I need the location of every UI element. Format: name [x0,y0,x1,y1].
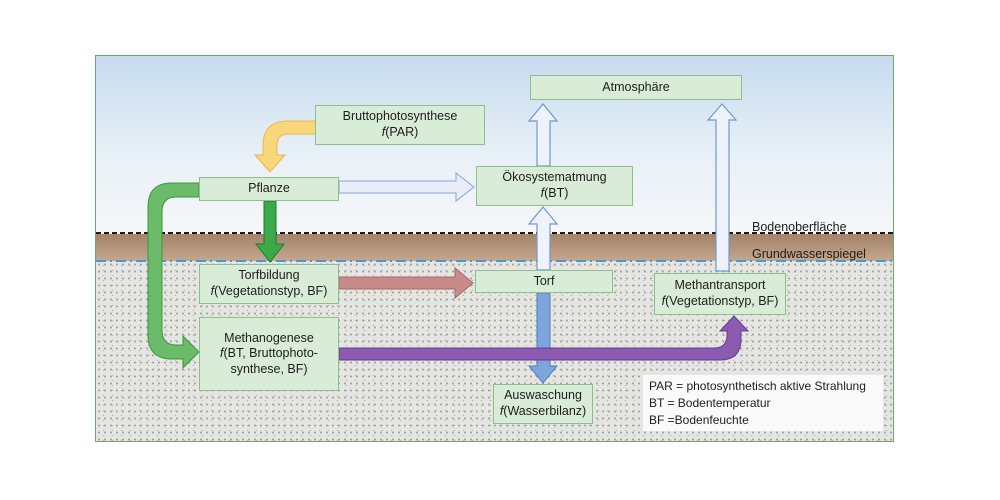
respiration-function: f(BT) [540,186,569,200]
gpp-label: Bruttophotosynthese [342,109,458,124]
gpp-function: f(PAR) [381,125,419,139]
groundwater-label: Grundwasserspiegel [752,247,866,261]
methanogenesis-function-cont: synthese, BF) [230,361,308,376]
soil-layer [96,234,893,261]
peat-formation-box: Torfbildung f(Vegetationstyp, BF) [199,264,339,304]
arrow-methane-transport-to-atmosphere [706,103,738,272]
arrow-respiration-to-atmosphere [527,103,559,167]
peat-label: Torf [533,273,555,288]
peat-box: Torf [475,270,613,293]
methane-transport-function: f(Vegetationstyp, BF) [661,294,779,308]
arrow-plant-to-respiration [338,171,475,203]
arrow-methanogenesis-to-methane-transport [338,315,750,361]
leaching-function: f(Wasserbilanz) [499,404,587,418]
leaching-label: Auswaschung [504,388,582,403]
plant-box: Pflanze [199,177,339,201]
methane-transport-label: Methantransport [674,278,766,293]
arrow-peat-to-respiration [527,206,559,271]
legend-item-bf: BF =Bodenfeuchte [649,412,749,427]
methane-transport-box: Methantransport f(Vegetationstyp, BF) [654,273,786,315]
legend-item-bt: BT = Bodentemperatur [649,395,771,410]
gpp-box: Bruttophotosynthese f(PAR) [315,105,485,145]
methanogenesis-function: f(BT, Bruttophoto- [220,346,318,361]
arrow-plant-to-peat-formation [254,200,286,263]
peat-formation-function: f(Vegetationstyp, BF) [210,284,328,298]
respiration-label: Ökosystematmung [502,170,607,185]
legend-item-par: PAR = photosynthetisch aktive Strahlung [649,379,866,393]
methanogenesis-label: Methanogenese [224,330,314,345]
arrow-gpp-to-plant [253,120,317,173]
leaching-box: Auswaschung f(Wasserbilanz) [493,384,593,424]
arrow-peat-to-leaching [527,292,559,384]
legend: PAR = photosynthetisch aktive Strahlung … [643,375,883,431]
soil-surface-label: Bodenoberfläche [752,220,847,234]
arrow-peat-formation-to-peat [338,266,474,300]
arrow-plant-to-methanogenesis [147,182,200,370]
plant-label: Pflanze [248,181,290,196]
respiration-box: Ökosystematmung f(BT) [476,166,633,206]
atmosphere-label: Atmosphäre [602,79,670,94]
peat-formation-label: Torfbildung [238,268,300,283]
atmosphere-box: Atmosphäre [530,75,742,100]
methanogenesis-box: Methanogenese f(BT, Bruttophoto- synthes… [199,317,339,391]
